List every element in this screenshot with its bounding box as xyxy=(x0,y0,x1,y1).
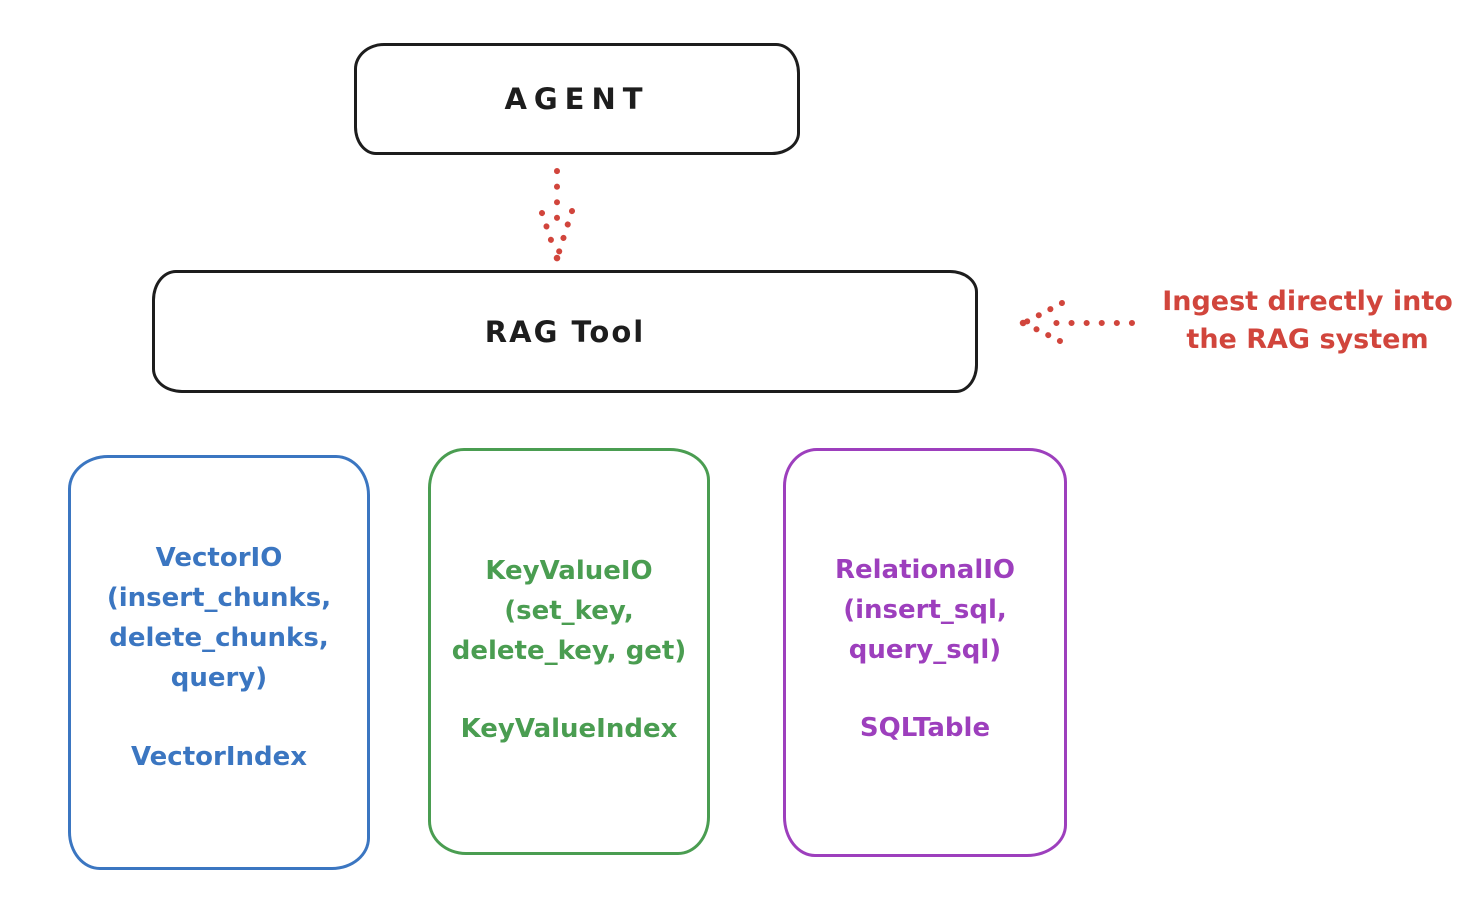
vector-io-node: VectorIO (insert_chunks, delete_chunks, … xyxy=(68,455,370,870)
vector-io-method-line-2: delete_chunks, xyxy=(109,623,329,653)
relational-io-node: RelationalIO (insert_sql, query_sql) SQL… xyxy=(783,448,1067,857)
arrow-annotation-to-rag-tool-icon xyxy=(1019,300,1135,344)
spacer xyxy=(431,671,707,709)
sql-table-label: SQLTable xyxy=(859,713,991,743)
spacer xyxy=(71,698,367,737)
annotation-line-1: Ingest directly into xyxy=(1162,286,1453,317)
vector-index-label: VectorIndex xyxy=(130,742,308,772)
relational-io-method-line-2: query_sql) xyxy=(848,635,1002,665)
key-value-io-method-line-2: delete_key, get) xyxy=(451,636,687,666)
rag-tool-node: RAG Tool xyxy=(152,270,978,393)
relational-io-method-line-1: (insert_sql, xyxy=(843,595,1007,625)
vector-io-method-line-3: query) xyxy=(170,663,268,693)
rag-tool-label: RAG Tool xyxy=(484,314,646,349)
annotation-line-2: the RAG system xyxy=(1186,324,1429,355)
relational-io-title: RelationalIO xyxy=(834,555,1016,585)
vector-io-title: VectorIO xyxy=(155,543,283,573)
spacer xyxy=(786,670,1064,708)
agent-node: AGENT xyxy=(354,43,800,155)
key-value-io-method-line-1: (set_key, xyxy=(504,596,634,626)
key-value-io-node: KeyValueIO (set_key, delete_key, get) Ke… xyxy=(428,448,710,855)
key-value-io-title: KeyValueIO xyxy=(485,556,653,586)
annotation-ingest: Ingest directly into the RAG system xyxy=(1135,283,1480,359)
arrow-agent-to-rag-tool-icon xyxy=(539,168,575,262)
key-value-index-label: KeyValueIndex xyxy=(460,714,678,744)
agent-label: AGENT xyxy=(504,82,650,116)
vector-io-method-line-1: (insert_chunks, xyxy=(106,583,332,613)
